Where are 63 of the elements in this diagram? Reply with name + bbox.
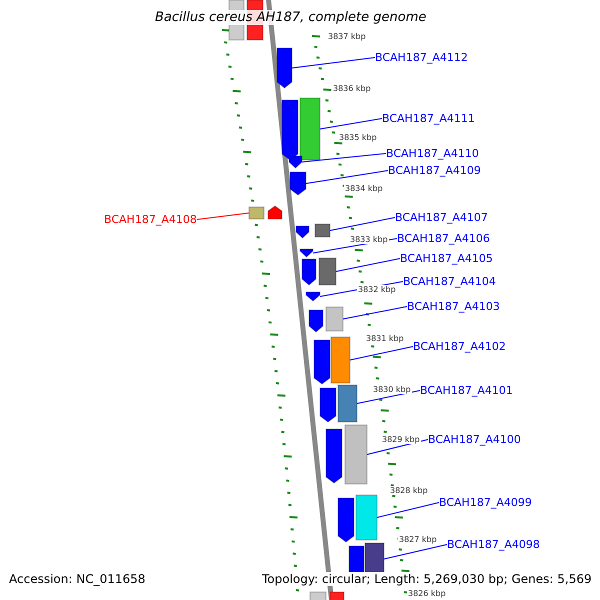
- leader-line: [320, 118, 382, 130]
- leader-line: [376, 502, 440, 518]
- gene-feature: [248, 206, 264, 220]
- leader-line: [356, 390, 420, 404]
- scale-label: 3835 kbp: [338, 133, 378, 142]
- scale-label: 3832 kbp: [357, 285, 397, 294]
- gene-label: BCAH187_A4110: [386, 147, 479, 160]
- gene-feature: [326, 306, 344, 332]
- gene-feature: [306, 292, 320, 302]
- gene-feature: [276, 48, 292, 89]
- leader-line: [330, 217, 396, 231]
- leader-line: [196, 212, 250, 220]
- gene-feature: [314, 224, 330, 238]
- gene-feature: [320, 388, 336, 423]
- gene-label: BCAH187_A4103: [407, 300, 500, 313]
- gene-label: BCAH187_A4108: [104, 213, 197, 226]
- gene-label: BCAH187_A4112: [375, 51, 468, 64]
- scale-label: 3828 kbp: [389, 486, 429, 495]
- accession-text: Accession: NC_011658: [9, 572, 146, 586]
- gene-label: BCAH187_A4107: [395, 211, 488, 224]
- gene-label: BCAH187_A4098: [447, 538, 540, 551]
- gene-feature: [310, 592, 326, 600]
- leader-line: [342, 306, 408, 320]
- gene-feature: [326, 428, 342, 484]
- gene-feature: [300, 98, 320, 160]
- gene-feature: [356, 494, 378, 540]
- gene-feature: [308, 310, 324, 333]
- gene-label: BCAH187_A4100: [428, 433, 521, 446]
- gene-feature: [330, 336, 350, 384]
- title: Bacillus cereus AH187, complete genome: [155, 10, 426, 25]
- scale-label: 3830 kbp: [372, 385, 412, 394]
- gene-feature: [330, 592, 344, 600]
- leader-line: [292, 57, 376, 68]
- scale-label: 3836 kbp: [332, 84, 372, 93]
- gene-feature: [344, 424, 368, 484]
- scale-label: 3834 kbp: [344, 184, 384, 193]
- gene-label: BCAH187_A4105: [400, 252, 493, 265]
- gene-feature: [296, 226, 310, 239]
- scale-label: 3837 kbp: [327, 32, 367, 41]
- scale-label: 3831 kbp: [365, 334, 405, 343]
- leader-line: [302, 153, 386, 162]
- scale-label: 3826 kbp: [407, 589, 447, 598]
- gene-feature: [338, 384, 358, 422]
- gene-label: BCAH187_A4104: [403, 275, 496, 288]
- gene-feature: [318, 258, 336, 286]
- leader-line: [384, 544, 448, 560]
- genome-info-text: Topology: circular; Length: 5,269,030 bp; Genes: 5,569: [262, 572, 592, 586]
- gene-label: BCAH187_A4102: [413, 340, 506, 353]
- gene-feature: [314, 340, 330, 385]
- gene-label: BCAH187_A4099: [439, 496, 532, 509]
- gene-label: BCAH187_A4111: [382, 112, 475, 125]
- gene-feature: [338, 498, 354, 543]
- scale-label: 3827 kbp: [398, 535, 438, 544]
- gene-label: BCAH187_A4106: [397, 232, 490, 245]
- leader-line: [306, 170, 388, 184]
- scale-label: 3829 kbp: [381, 435, 421, 444]
- gene-label: BCAH187_A4101: [420, 384, 513, 397]
- gene-label: BCAH187_A4109: [388, 164, 481, 177]
- gene-feature: [290, 172, 306, 196]
- scale-label: 3833 kbp: [349, 235, 389, 244]
- leader-line: [336, 258, 400, 272]
- gene-feature: [268, 205, 282, 220]
- leader-line: [350, 346, 414, 360]
